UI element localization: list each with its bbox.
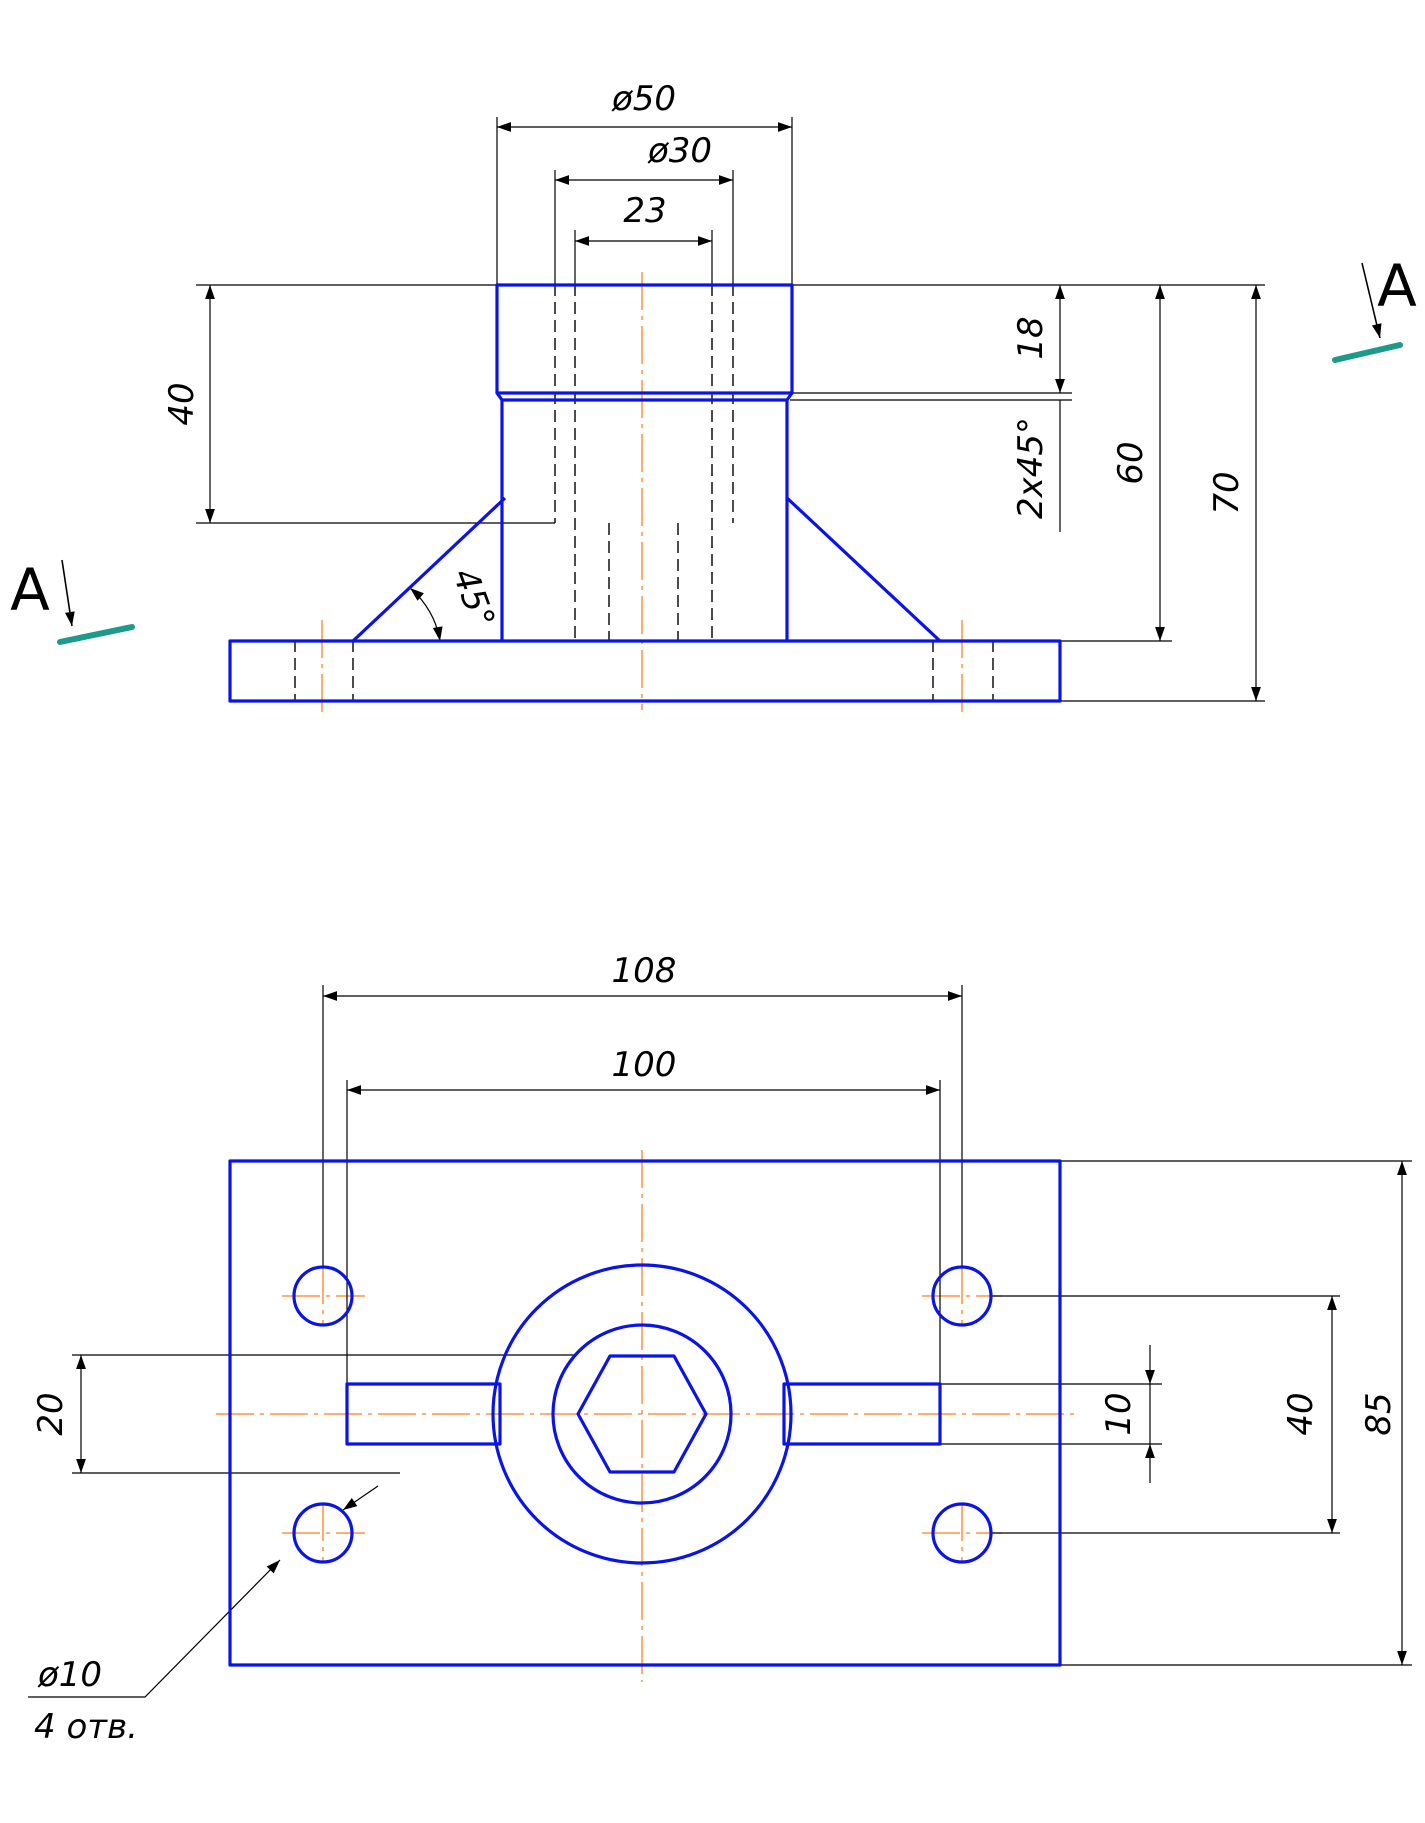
hole-callout-diameter: ø10	[37, 1655, 102, 1695]
section-label-left: A	[10, 556, 50, 624]
dim-rib-offset: 20	[31, 1392, 71, 1435]
dim-rib-span: 100	[612, 1045, 677, 1085]
top-centerlines	[216, 1150, 1075, 1682]
top-view: 108 100 20 10 40 85 ø10 4 отв.	[28, 951, 1412, 1747]
section-label-right: A	[1377, 252, 1417, 320]
front-dimension-lines	[196, 117, 1265, 702]
dim-rib-width: 10	[1099, 1392, 1139, 1435]
dim-total-height: 70	[1207, 471, 1247, 514]
front-view: ø50 ø30 23 40 18 2x45° 60 70 45°	[162, 79, 1265, 712]
hole-callout-count: 4 отв.	[34, 1707, 138, 1747]
front-centerlines	[321, 272, 963, 712]
top-dimension-lines	[28, 985, 1412, 1698]
dim-collar-height: 18	[1011, 316, 1051, 359]
top-outline	[228, 1159, 1062, 1667]
dim-boss-height: 60	[1111, 441, 1151, 484]
dim-inner-diameter: ø30	[647, 131, 712, 171]
front-hidden-lines	[294, 284, 994, 700]
section-marker-right: A	[1332, 252, 1417, 363]
dim-chamfer: 2x45°	[1011, 417, 1051, 519]
dim-bore-depth: 40	[162, 382, 202, 425]
front-outline	[228, 283, 1062, 703]
dim-base-depth: 85	[1359, 1392, 1399, 1435]
dim-hex-size: 23	[623, 191, 666, 231]
dim-outer-diameter: ø50	[611, 79, 676, 119]
dim-hole-spacing: 108	[612, 951, 677, 991]
dim-hole-vertical: 40	[1281, 1392, 1321, 1435]
section-marker-left: A	[10, 556, 135, 645]
dim-rib-angle: 45°	[444, 563, 502, 633]
